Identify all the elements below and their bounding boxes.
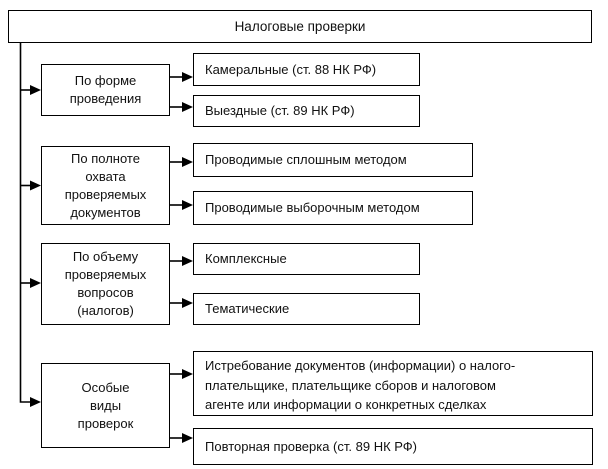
item-box-kameralnye: Камеральные (ст. 88 НК РФ) — [193, 53, 420, 86]
item-label: Камеральные (ст. 88 НК РФ) — [205, 61, 377, 77]
item-box-kompleksnye: Комплексные — [193, 243, 420, 275]
item-label: Повторная проверка (ст. 89 НК РФ) — [205, 438, 418, 454]
item-box-povtornaya: Повторная проверка (ст. 89 НК РФ) — [193, 428, 593, 465]
item-label: Проводимые сплошным методом — [205, 152, 407, 167]
category-box-coverage: По полноте охвата проверяемых документов — [41, 146, 170, 225]
item-label: Выездные (ст. 89 НК РФ) — [205, 103, 355, 118]
title-box: Налоговые проверки — [8, 10, 592, 43]
category-label: По форме проведения — [69, 73, 142, 106]
item-box-tematicheskie: Тематические — [193, 293, 420, 325]
category-box-special: Особые виды проверок — [41, 363, 170, 448]
category-label: По объему проверяемых вопросов (налогов) — [64, 249, 147, 318]
category-box-scope: По объему проверяемых вопросов (налогов) — [41, 243, 170, 325]
item-box-vyborochny: Проводимые выборочным методом — [193, 191, 473, 225]
trunk-line — [19, 43, 41, 407]
item-label: Тематические — [205, 301, 290, 316]
item-label: Истребование документов (информации) о н… — [205, 358, 516, 412]
category-label: По полноте охвата проверяемых документов — [64, 150, 147, 220]
item-box-istrebovanie: Истребование документов (информации) о н… — [193, 351, 593, 416]
title-text: Налоговые проверки — [234, 18, 366, 34]
category-label: Особые виды проверок — [77, 379, 134, 431]
item-box-vyezdnye: Выездные (ст. 89 НК РФ) — [193, 95, 420, 127]
item-box-sploshnoy: Проводимые сплошным методом — [193, 143, 473, 177]
item-label: Проводимые выборочным методом — [205, 200, 420, 215]
item-label: Комплексные — [205, 251, 287, 266]
category-box-form: По форме проведения — [41, 64, 170, 116]
